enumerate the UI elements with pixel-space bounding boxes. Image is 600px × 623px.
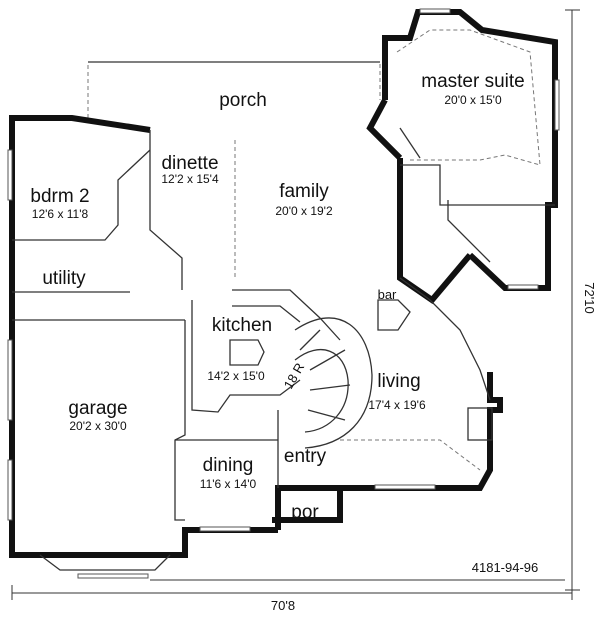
overall-depth-label: 72'10 (582, 282, 597, 313)
bdrm2-label: bdrm 2 (30, 186, 89, 207)
porch-label: porch (219, 90, 267, 111)
garage-label: garage (68, 398, 127, 419)
dimension-lines (11, 9, 580, 600)
entry-label: entry (284, 446, 327, 467)
bdrm2-dims: 12'6 x 11'8 (32, 207, 89, 221)
family-dims: 20'0 x 19'2 (275, 204, 333, 218)
kitchen-counters (191, 289, 341, 413)
living-dims: 17'4 x 19'6 (368, 398, 426, 412)
kitchen-island (229, 339, 265, 366)
plan-code: 4181-94-96 (472, 560, 539, 575)
fireplace (467, 407, 493, 441)
garage-bumpout (39, 554, 171, 571)
dining-label: dining (203, 455, 254, 476)
dinette-dims: 12'2 x 15'4 (161, 172, 219, 186)
utility-label: utility (42, 268, 86, 289)
garage-dims: 20'2 x 30'0 (69, 419, 127, 433)
master-suite-label: master suite (421, 71, 524, 92)
living-label: living (377, 371, 420, 392)
stairs (294, 317, 373, 449)
windows (7, 8, 560, 579)
room-labels: master suite 20'0 x 15'0 porch dinette 1… (30, 71, 524, 523)
family-label: family (279, 181, 329, 202)
porch-outline (87, 61, 381, 118)
kitchen-label: kitchen (212, 315, 272, 336)
por-label: por (291, 502, 319, 523)
exterior-walls (9, 9, 558, 558)
interior-walls (12, 29, 555, 521)
overall-width-label: 70'8 (271, 598, 295, 613)
kitchen-dims: 14'2 x 15'0 (207, 369, 265, 383)
master-suite-dims: 20'0 x 15'0 (444, 93, 502, 107)
dinette-label: dinette (161, 153, 218, 174)
stair-label: 18 R (281, 360, 308, 391)
bar-label: bar (378, 287, 397, 302)
dining-dims: 11'6 x 14'0 (200, 477, 257, 491)
bar-counter (377, 299, 411, 331)
